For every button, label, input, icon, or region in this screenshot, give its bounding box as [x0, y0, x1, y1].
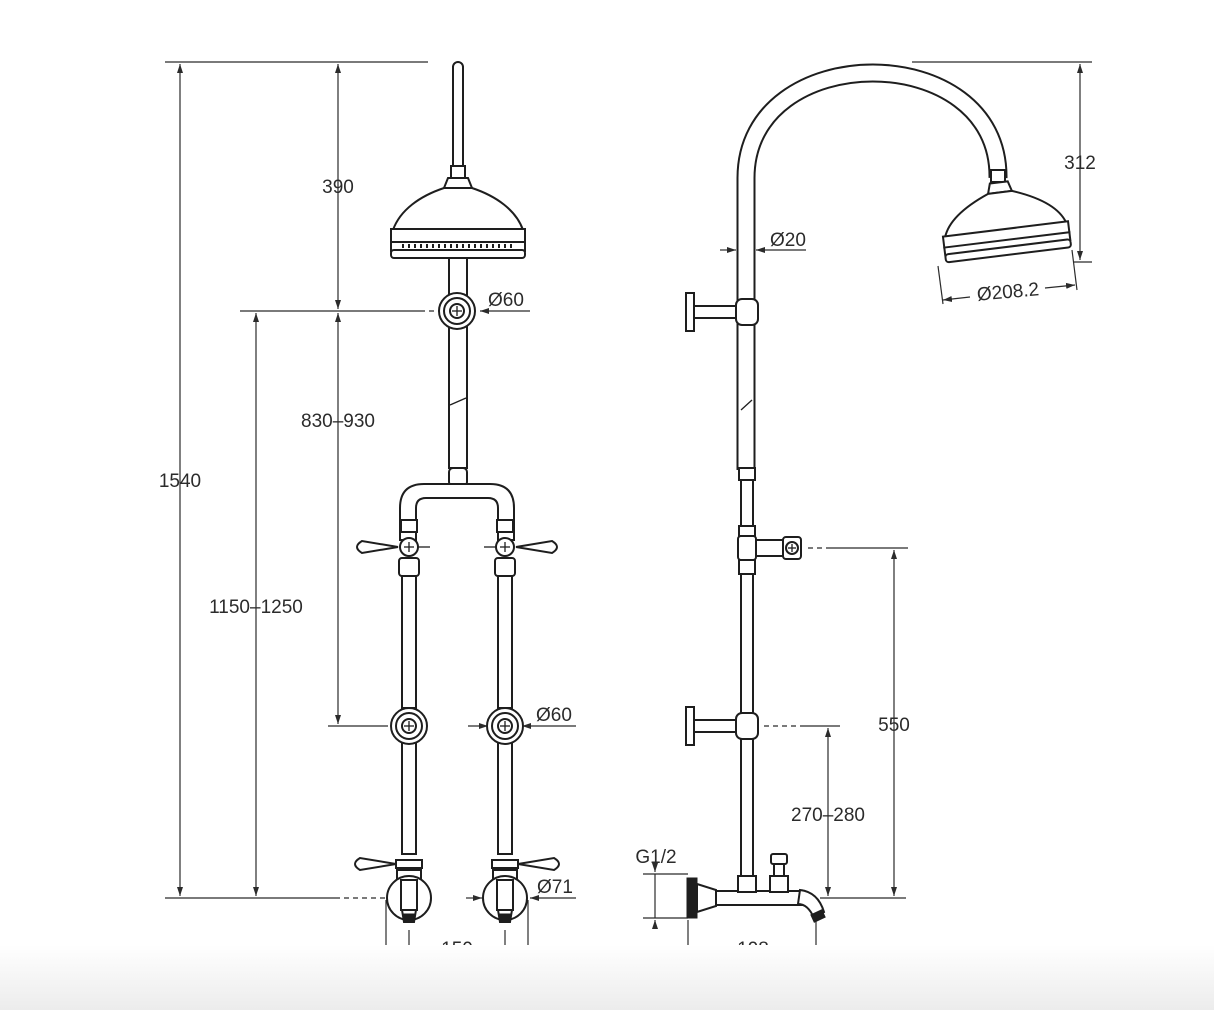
- label-bracket-height: 1150–1250: [209, 597, 303, 618]
- front-dimension-lines: [177, 64, 576, 990]
- label-bracket-spacing: 830–930: [301, 411, 375, 432]
- front-view: 1540 390 830–930 1150–1250 Ø60 Ø60 Ø71 1…: [159, 61, 576, 999]
- side-labels: 312 Ø20 Ø208.2 550 270–280 G1/2 198: [635, 153, 1095, 960]
- side-diverter: [755, 536, 802, 560]
- label-total-height: 1540: [159, 471, 201, 492]
- front-shower-rose: [390, 177, 526, 259]
- front-lower-handles: [354, 856, 560, 872]
- side-lower-bracket: [685, 706, 759, 746]
- label-flange-diameter: Ø71: [537, 877, 573, 898]
- side-mixer-body: [686, 853, 826, 923]
- front-top-bracket: [438, 292, 476, 330]
- front-riser: [448, 61, 468, 487]
- front-upper-handles: [356, 537, 558, 557]
- side-view: 312 Ø20 Ø208.2 550 270–280 G1/2 198: [635, 61, 1096, 960]
- front-wall-flanges: [386, 875, 528, 923]
- dim-leader-rose-left: [942, 296, 971, 302]
- side-gooseneck-arm: [736, 63, 1008, 470]
- side-extension-lines: [643, 61, 1092, 958]
- label-arm-height: 390: [322, 177, 354, 198]
- label-riser-diameter: Ø20: [770, 230, 806, 251]
- dim-leader-rose-right: [1044, 282, 1076, 289]
- front-left-column: [396, 519, 422, 883]
- label-top-bracket-diameter: Ø60: [488, 290, 524, 311]
- label-diverter-height: 550: [878, 715, 910, 736]
- side-shower-rose: [941, 180, 1072, 264]
- side-top-bracket: [685, 292, 759, 332]
- front-right-column: [492, 519, 518, 883]
- side-riser: [737, 399, 757, 883]
- label-thread: G1/2: [635, 847, 676, 868]
- label-arm-drop: 312: [1064, 153, 1096, 174]
- label-bracket-height-side: 270–280: [791, 805, 865, 826]
- bottom-shadow: [0, 945, 1214, 1010]
- label-mid-bracket-diameter: Ø60: [536, 705, 572, 726]
- label-rose-diameter: Ø208.2: [976, 279, 1040, 305]
- front-middle-brackets: [390, 707, 524, 745]
